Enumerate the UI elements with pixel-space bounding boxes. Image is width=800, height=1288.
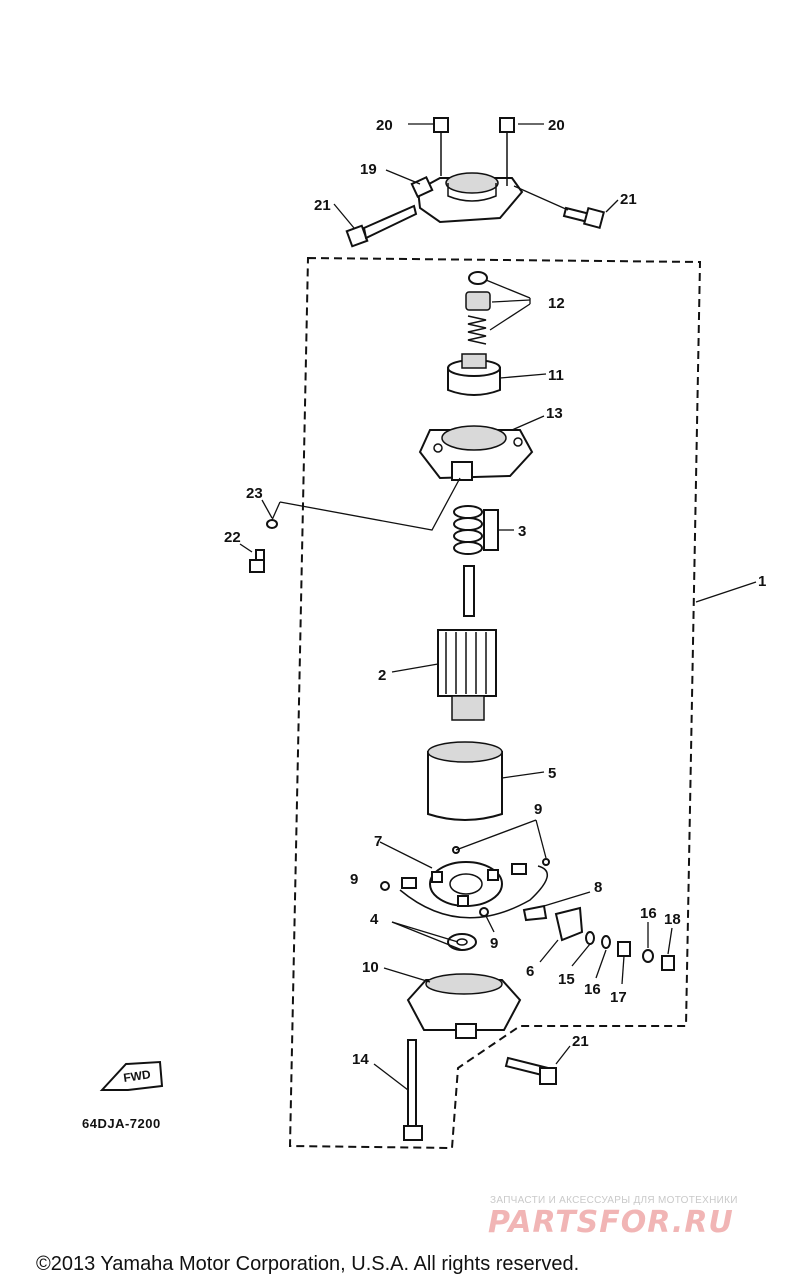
callout-17: 17 [610,989,627,1006]
callout-7: 7 [374,833,382,850]
callout-23: 23 [246,485,263,502]
bolt-20-left [433,117,449,176]
callout-1: 1 [758,573,766,590]
callout-3: 3 [518,523,526,540]
callout-19: 19 [360,161,377,178]
fwd-arrow: FWD [99,1060,164,1091]
callout-9-left: 9 [350,871,358,888]
callout-22: 22 [224,529,241,546]
callout-8: 8 [594,879,602,896]
washer-23 [266,519,278,529]
parts-12-clip-collar-spring [465,271,491,345]
callout-6: 6 [526,963,534,980]
callout-21-right: 21 [620,191,637,208]
bracket-19 [410,172,524,224]
washers-and-nuts [585,931,675,971]
callout-20-left: 20 [376,117,393,134]
callout-13: 13 [546,405,563,422]
callout-10: 10 [362,959,379,976]
callout-15: 15 [558,971,575,988]
callout-9-top: 9 [534,801,542,818]
callout-4: 4 [370,911,379,928]
brushes-3 [453,505,499,555]
callout-18: 18 [664,911,681,928]
yoke-5 [427,741,503,821]
watermark-tagline: ЗАПЧАСТИ И АКСЕССУАРЫ ДЛЯ МОТОТЕХНИКИ [490,1195,738,1206]
callout-21-left: 21 [314,197,331,214]
bolt-20-right [499,117,515,186]
pinion-11 [447,353,501,396]
armature-2 [437,565,497,721]
plate-6 [554,906,584,942]
copyright-notice: ©2013 Yamaha Motor Corporation, U.S.A. A… [36,1253,580,1275]
fwd-label: FWD [122,1067,151,1085]
callout-14: 14 [352,1051,369,1068]
watermark-logo: PARTSFOR.RU [488,1205,734,1240]
front-bracket-13 [418,425,534,481]
assembly-boundary [288,256,702,1150]
callout-20-right: 20 [548,117,565,134]
rear-cover-10 [406,973,522,1039]
bolt-21-right [562,206,606,230]
bushing-4 [447,933,477,951]
callout-11: 11 [548,367,564,384]
bolt-21-lower [504,1056,557,1085]
brush-holder-7 [399,861,548,919]
drawing-code: 64DJA-7200 [82,1116,161,1131]
callout-16-right: 16 [640,905,657,922]
callout-2: 2 [378,667,386,684]
callout-16-left: 16 [584,981,601,998]
leader-lines [239,123,757,1091]
callout-12: 12 [548,295,565,312]
callout-9-bottom: 9 [490,935,498,952]
bolt-21-left [345,204,418,248]
callout-5: 5 [548,765,556,782]
through-bolt-14 [403,1039,423,1141]
terminal-8 [522,904,548,922]
callout-21-lower: 21 [572,1033,589,1050]
screw-9 [380,846,550,917]
bolt-22 [249,549,265,573]
